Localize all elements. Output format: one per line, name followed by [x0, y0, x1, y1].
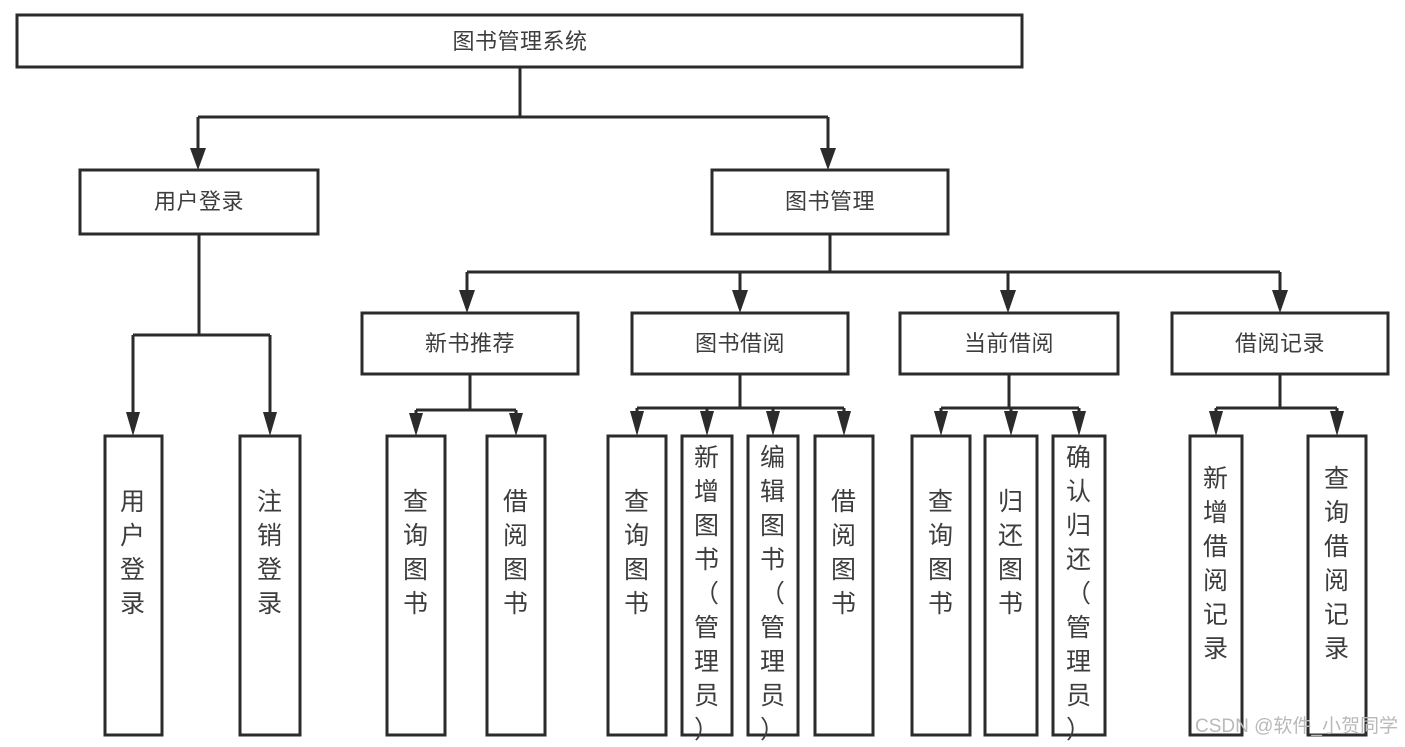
leaf-confirm-return-box[interactable] — [1051, 434, 1107, 737]
leaf-query-borrow-record[interactable]: 查询借阅记录 — [1306, 434, 1368, 737]
leaf-return-book-label: 归还图书 — [998, 488, 1024, 618]
node-borrow-record-box[interactable] — [1170, 311, 1390, 376]
arrow-to-leaf-confirm-return — [1072, 411, 1086, 436]
leaf-confirm-return-label: 确认归还（管理员） — [1066, 444, 1092, 744]
leaf-query-book-1[interactable]: 查询图书 — [385, 434, 447, 737]
node-root-label: 图书管理系统 — [452, 29, 587, 54]
leaf-user-login-label: 用户登录 — [120, 488, 146, 618]
leaf-add-borrow-record-box[interactable] — [1188, 434, 1244, 737]
leaf-add-borrow-record[interactable]: 新增借阅记录 — [1188, 434, 1244, 737]
leaf-query-borrow-record-box[interactable] — [1306, 434, 1368, 737]
node-book-management-box[interactable] — [710, 168, 950, 236]
leaf-borrow-book-1[interactable]: 借阅图书 — [485, 434, 547, 737]
arrow-to-current-borrow — [1000, 290, 1016, 313]
node-user-login[interactable]: 用户登录 — [78, 168, 320, 236]
arrow-to-leaf-query-book-1 — [409, 413, 423, 436]
arrow-root-to-book-management — [820, 148, 836, 170]
arrow-to-book-borrow — [732, 290, 748, 313]
node-book-borrow-box[interactable] — [630, 311, 850, 376]
arrow-to-leaf-query-book-2 — [630, 411, 644, 436]
leaf-query-book-3-box[interactable] — [910, 434, 972, 737]
node-new-book-recommend[interactable]: 新书推荐 — [360, 311, 580, 376]
leaf-add-book-admin-box[interactable] — [680, 434, 734, 737]
arrow-to-leaf-return-book — [1004, 411, 1018, 436]
leaf-query-book-2[interactable]: 查询图书 — [606, 434, 668, 737]
arrow-to-leaf-user-logout — [263, 412, 277, 436]
arrow-to-leaf-edit-book-admin — [766, 411, 780, 436]
node-new-book-recommend-box[interactable] — [360, 311, 580, 376]
leaf-query-book-1-box[interactable] — [385, 434, 447, 737]
leaf-query-book-2-label: 查询图书 — [624, 488, 650, 618]
csdn-watermark: CSDN @软件_小贺同学 — [1195, 715, 1398, 737]
node-current-borrow-label: 当前借阅 — [964, 331, 1054, 356]
leaf-user-logout-label: 注销登录 — [257, 488, 283, 618]
leaf-user-login-box[interactable] — [103, 434, 164, 737]
connectors-layer — [126, 67, 1344, 436]
arrow-root-to-user-login — [190, 148, 206, 170]
node-book-borrow-label: 图书借阅 — [695, 331, 785, 356]
node-book-borrow[interactable]: 图书借阅 — [630, 311, 850, 376]
arrow-to-leaf-borrow-book-2 — [837, 411, 851, 436]
node-root[interactable]: 图书管理系统 — [15, 13, 1024, 69]
leaf-borrow-book-2[interactable]: 借阅图书 — [813, 434, 875, 737]
node-root-box[interactable] — [15, 13, 1024, 69]
leaf-confirm-return[interactable]: 确认归还（管理员） — [1051, 434, 1107, 744]
leaf-user-login[interactable]: 用户登录 — [103, 434, 164, 737]
leaf-query-book-1-label: 查询图书 — [403, 488, 429, 618]
arrow-to-leaf-query-book-3 — [934, 411, 948, 436]
node-current-borrow[interactable]: 当前借阅 — [898, 311, 1120, 376]
leaf-query-book-2-box[interactable] — [606, 434, 668, 737]
leaf-borrow-book-2-box[interactable] — [813, 434, 875, 737]
leaf-add-borrow-record-label: 新增借阅记录 — [1203, 465, 1229, 663]
node-current-borrow-box[interactable] — [898, 311, 1120, 376]
leaf-edit-book-admin[interactable]: 编辑图书（管理员） — [746, 434, 800, 744]
leaf-edit-book-admin-label: 编辑图书（管理员） — [760, 444, 786, 744]
leaf-return-book-box[interactable] — [983, 434, 1039, 737]
leaf-borrow-book-1-box[interactable] — [485, 434, 547, 737]
arrow-to-leaf-add-book-admin — [700, 411, 714, 436]
arrow-to-leaf-user-login — [126, 412, 140, 436]
leaf-add-book-admin-label: 新增图书（管理员） — [694, 444, 720, 744]
node-book-management-label: 图书管理 — [785, 189, 875, 214]
node-book-management[interactable]: 图书管理 — [710, 168, 950, 236]
node-user-login-label: 用户登录 — [154, 189, 244, 214]
leaf-borrow-book-2-label: 借阅图书 — [831, 488, 857, 618]
node-borrow-record-label: 借阅记录 — [1235, 331, 1325, 356]
arrow-to-leaf-add-borrow-record — [1209, 411, 1223, 436]
arrow-to-new-book-recommend — [459, 290, 475, 313]
leaf-query-book-3-label: 查询图书 — [928, 488, 954, 618]
arrow-to-borrow-record — [1272, 290, 1288, 313]
node-borrow-record[interactable]: 借阅记录 — [1170, 311, 1390, 376]
arrow-to-leaf-query-borrow-record — [1330, 411, 1344, 436]
leaf-add-book-admin[interactable]: 新增图书（管理员） — [680, 434, 734, 744]
arrow-to-leaf-borrow-book-1 — [509, 413, 523, 436]
leaf-query-book-3[interactable]: 查询图书 — [910, 434, 972, 737]
node-new-book-recommend-label: 新书推荐 — [425, 331, 515, 356]
leaf-return-book[interactable]: 归还图书 — [983, 434, 1039, 737]
leaf-edit-book-admin-box[interactable] — [746, 434, 800, 737]
node-user-login-box[interactable] — [78, 168, 320, 236]
leaf-user-logout[interactable]: 注销登录 — [238, 434, 302, 737]
leaf-query-borrow-record-label: 查询借阅记录 — [1324, 465, 1350, 663]
leaf-user-logout-box[interactable] — [238, 434, 302, 737]
leaf-borrow-book-1-label: 借阅图书 — [503, 488, 529, 618]
